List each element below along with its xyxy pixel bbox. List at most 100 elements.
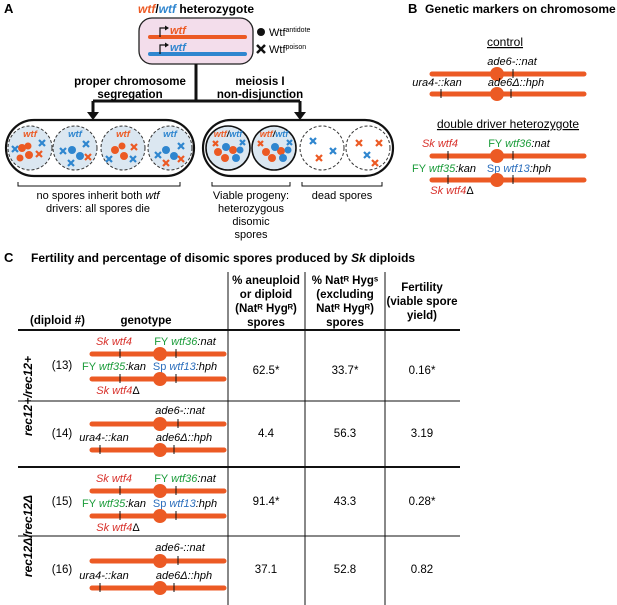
row-13-fertility: 0.16* — [409, 365, 436, 377]
svg-text:Fertility: Fertility — [401, 282, 443, 294]
row-13-num: (13) — [52, 360, 73, 372]
arrow-left-head — [87, 112, 99, 120]
svg-text:spores: spores — [247, 317, 285, 329]
svg-text:spores: spores — [326, 317, 364, 329]
row-14-aneuploid: 4.4 — [258, 428, 275, 440]
right-branch-label-1: meiosis I — [235, 76, 284, 88]
row-16-num: (16) — [52, 564, 73, 576]
svg-text:Sk wtf4: Sk wtf4 — [96, 336, 132, 348]
svg-text:(Natᴿ Hygᴿ): (Natᴿ Hygᴿ) — [235, 303, 297, 315]
panel-a-letter: A — [4, 1, 14, 16]
caption-dead: dead spores — [312, 190, 373, 202]
svg-text:ade6-::nat: ade6-::nat — [155, 405, 205, 417]
header-diploid: (diploid #) — [30, 315, 85, 327]
left-branch-label-2: segregation — [97, 89, 162, 101]
header-fertility: Fertility (viable spore yield) — [387, 282, 458, 322]
row-14-fertility: 3.19 — [411, 428, 433, 440]
svg-text:% Natᴿ Hygˢ: % Natᴿ Hygˢ — [312, 275, 379, 287]
spore-label: wtf — [23, 129, 38, 140]
control-chrom-bottom — [429, 87, 587, 101]
antidote-legend-label: Wtfantidote — [269, 27, 311, 39]
row-14-num: (14) — [52, 428, 73, 440]
heterozygote-box — [138, 17, 254, 65]
header-genotype: genotype — [120, 315, 171, 327]
spore-label-disomic: wtf/wtf — [214, 129, 244, 139]
row-14-nat-hyg: 56.3 — [334, 428, 356, 440]
row-13-nat-hyg: 33.7* — [332, 365, 359, 377]
right-branch-label-2: non-disjunction — [217, 89, 303, 101]
dd-sk-wtf4: Sk wtf4 — [422, 138, 458, 150]
caption-viable-4: spores — [234, 229, 268, 241]
row-16-fertility: 0.82 — [411, 564, 433, 576]
panel-b-letter: B — [408, 1, 417, 16]
svg-text:wtf: wtf — [170, 25, 187, 37]
svg-text:FY wtf36:nat: FY wtf36:nat — [154, 336, 217, 348]
row-16-genotype: ade6-::nat ura4-::kan ade6Δ::hph — [79, 542, 227, 595]
svg-text:FY wtf36:nat: FY wtf36:nat — [154, 473, 217, 485]
dd-sk-wtf4delta: Sk wtf4Δ — [430, 185, 474, 197]
panel-b-title: Genetic markers on chromosome 3 — [425, 2, 617, 16]
control-marker-ura4: ura4-::kan — [412, 77, 462, 89]
control-marker-ade6delta: ade6Δ::hph — [488, 77, 544, 89]
row-13-aneuploid: 62.5* — [253, 365, 280, 377]
dd-chrom-bottom — [429, 173, 587, 187]
svg-text:Sk wtf4: Sk wtf4 — [96, 473, 132, 485]
row-15-num: (15) — [52, 496, 73, 508]
left-branch-label-1: proper chromosome — [74, 76, 186, 88]
row-15-aneuploid: 91.4* — [253, 496, 280, 508]
svg-text:Sk wtf4Δ: Sk wtf4Δ — [96, 522, 140, 534]
panel-c-title: Fertility and percentage of disomic spor… — [31, 251, 415, 265]
arrow-right-head — [294, 112, 306, 120]
chromosome-orange: wtf — [148, 25, 247, 39]
row-16-nat-hyg: 52.8 — [334, 564, 356, 576]
caption-left-1: no spores inherit both wtf — [37, 190, 161, 202]
ascus-left: wtf wtf wtf wtf — [4, 118, 196, 178]
dd-fy-wtf35: FY wtf35:kan — [412, 163, 476, 175]
spore-label: wtf — [116, 129, 131, 140]
ascus-right: wtf/wtf wtf/wtf — [201, 118, 395, 178]
svg-text:(viable spore: (viable spore — [387, 296, 458, 308]
svg-text:wtf: wtf — [170, 42, 187, 54]
caption-viable-3: disomic — [232, 216, 270, 228]
row-15-genotype: Sk wtf4 FY wtf36:nat FY wtf35:kan Sp wtf… — [82, 473, 227, 534]
double-driver-title: double driver heterozygote — [437, 117, 579, 131]
control-marker-top: ade6-::nat — [487, 56, 537, 68]
dd-fy-wtf36: FY wtf36:nat — [488, 138, 551, 150]
svg-text:yield): yield) — [407, 310, 437, 322]
spore-label: wtf — [163, 129, 178, 140]
table-grid — [18, 272, 460, 605]
svg-text:Sp wtf13:hph: Sp wtf13:hph — [153, 498, 217, 510]
svg-text:ade6Δ::hph: ade6Δ::hph — [156, 570, 212, 582]
poison-legend-icon — [256, 44, 266, 54]
control-chrom-top — [429, 67, 587, 81]
svg-text:Natᴿ Hygᴿ): Natᴿ Hygᴿ) — [316, 303, 374, 315]
row-15-fertility: 0.28* — [409, 496, 436, 508]
svg-text:ade6Δ::hph: ade6Δ::hph — [156, 432, 212, 444]
control-title: control — [487, 35, 523, 49]
spore-label-disomic: wtf/wtf — [260, 129, 290, 139]
svg-text:FY wtf35:kan: FY wtf35:kan — [82, 361, 146, 373]
svg-text:or diploid: or diploid — [240, 289, 292, 301]
chromosome-blue: wtf — [148, 42, 247, 56]
svg-text:Sp wtf13:hph: Sp wtf13:hph — [153, 361, 217, 373]
group-label-rec12-delta: rec12Δ/rec12Δ — [21, 495, 35, 577]
svg-text:ura4-::kan: ura4-::kan — [79, 570, 129, 582]
row-13-genotype: Sk wtf4 FY wtf36:nat FY wtf35:kan Sp wtf… — [82, 336, 227, 397]
branch-arrows — [91, 64, 302, 113]
group-label-rec12-plus: rec12+/rec12+ — [21, 356, 35, 436]
svg-text:(excluding: (excluding — [316, 289, 374, 301]
header-aneuploid: % aneuploid or diploid (Natᴿ Hygᴿ) spore… — [232, 275, 300, 329]
caption-left-2: drivers: all spores die — [46, 203, 150, 215]
row-14-genotype: ade6-::nat ura4-::kan ade6Δ::hph — [79, 405, 227, 457]
panel-c-letter: C — [4, 250, 14, 265]
row-16-aneuploid: 37.1 — [255, 564, 277, 576]
caption-brackets — [17, 182, 383, 187]
caption-viable-1: Viable progeny: — [213, 190, 289, 202]
svg-text:ura4-::kan: ura4-::kan — [79, 432, 129, 444]
svg-text:FY wtf35:kan: FY wtf35:kan — [82, 498, 146, 510]
antidote-legend-icon — [257, 28, 265, 36]
panel-a-title: wtf/wtf heterozygote — [138, 2, 254, 16]
dd-chrom-top — [429, 149, 587, 163]
row-15-nat-hyg: 43.3 — [334, 496, 356, 508]
